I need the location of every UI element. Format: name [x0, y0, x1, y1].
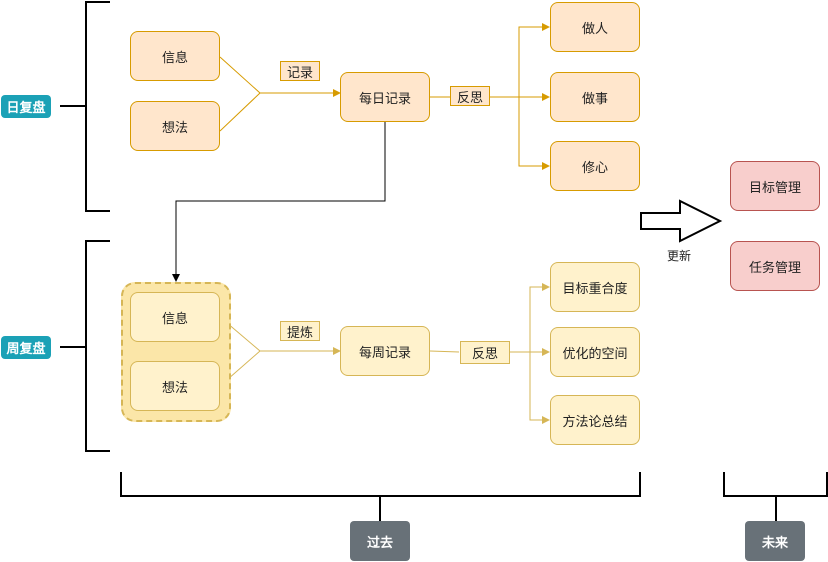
future-badge: 未来 — [745, 521, 805, 561]
weekly-record-node[interactable]: 每周记录 — [340, 326, 430, 376]
daily-output-node[interactable]: 做人 — [550, 2, 640, 52]
daily-reflect-tag: 反思 — [450, 86, 490, 106]
weekly-output-node[interactable]: 方法论总结 — [550, 395, 640, 445]
daily-record-node[interactable]: 每日记录 — [340, 72, 430, 122]
daily-to-weekly-arrow — [172, 122, 386, 282]
daily-bracket — [60, 1, 110, 212]
weekly-thought-node[interactable]: 想法 — [130, 361, 220, 411]
weekly-bracket — [60, 240, 110, 452]
weekly-info-node[interactable]: 信息 — [130, 292, 220, 342]
update-label: 更新 — [667, 249, 692, 263]
goal-management-node[interactable]: 目标管理 — [730, 161, 820, 211]
weekly-output-node[interactable]: 目标重合度 — [550, 262, 640, 312]
daily-thought-node[interactable]: 想法 — [130, 101, 220, 151]
daily-output-node[interactable]: 做事 — [550, 72, 640, 122]
daily-info-node[interactable]: 信息 — [130, 31, 220, 81]
future-bracket — [723, 472, 828, 521]
daily-output-node[interactable]: 修心 — [550, 141, 640, 191]
weekly-reflect-tag: 反思 — [460, 341, 510, 364]
daily-record-tag: 记录 — [280, 61, 320, 81]
past-bracket — [120, 472, 641, 521]
past-badge: 过去 — [350, 521, 410, 561]
weekly-reflect-connector — [429, 283, 550, 424]
weekly-output-node[interactable]: 优化的空间 — [550, 327, 640, 377]
task-management-node[interactable]: 任务管理 — [730, 241, 820, 291]
daily-review-badge: 日复盘 — [1, 95, 51, 118]
weekly-review-badge: 周复盘 — [1, 336, 51, 359]
weekly-refine-tag: 提炼 — [280, 321, 320, 341]
daily-merge-connector — [219, 56, 341, 132]
update-arrow-icon — [640, 199, 723, 243]
